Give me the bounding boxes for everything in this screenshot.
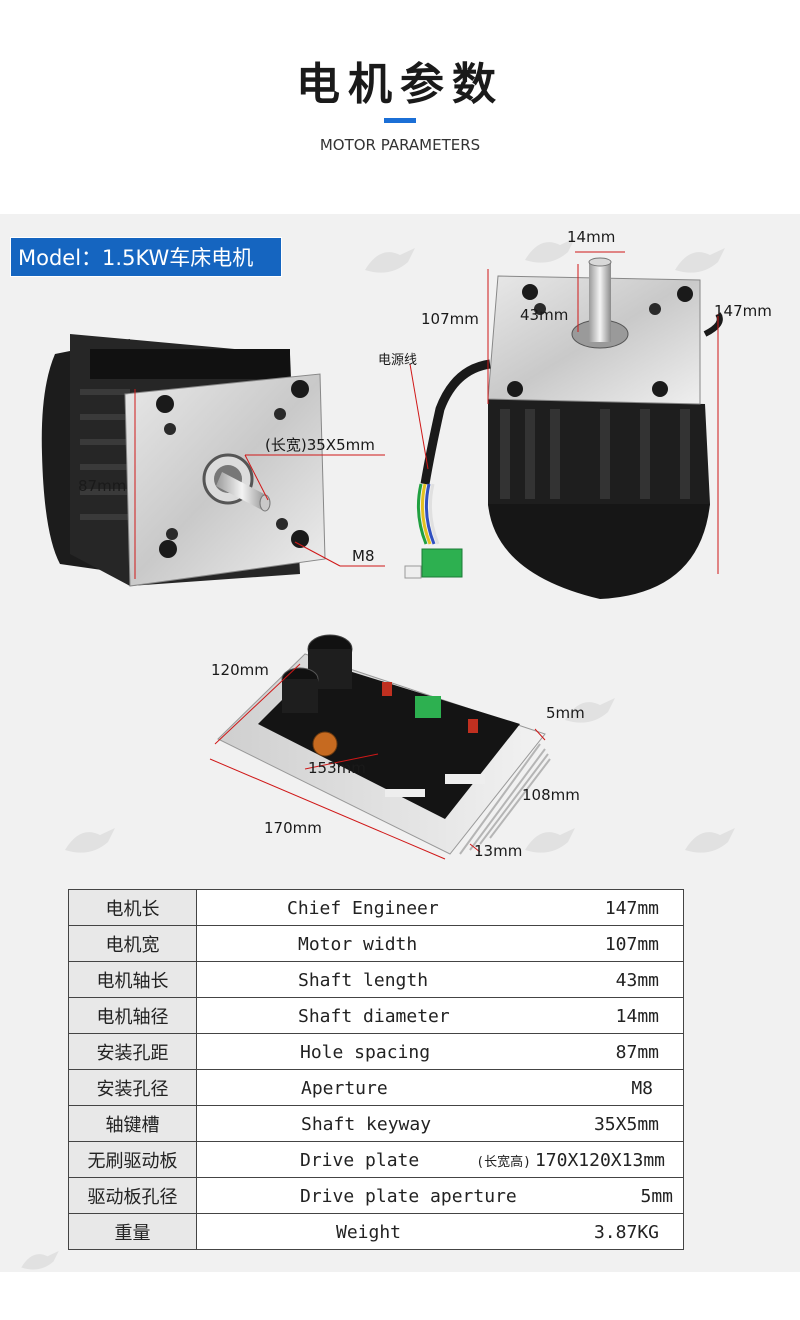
page-title: 电机参数 bbox=[296, 59, 504, 110]
spec-cell: Drive plate (长宽高)170X120X13mm bbox=[196, 1141, 684, 1178]
table-row: 重量 Weight 3.87KG bbox=[68, 1213, 684, 1250]
spec-label-en: Drive plate bbox=[300, 1150, 420, 1171]
dim-board-length: 170mm bbox=[264, 819, 322, 837]
spec-label-cn: 电机轴长 bbox=[68, 961, 197, 998]
watermark-logo bbox=[520, 230, 580, 274]
watermark-logo bbox=[560, 690, 620, 734]
spec-value-group: 3.87KG bbox=[590, 1222, 659, 1243]
watermark-logo bbox=[10, 1245, 70, 1279]
table-row: 轴键槽 Shaft keyway 35X5mm bbox=[68, 1105, 684, 1142]
model-label-box: Model：1.5KW车床电机 bbox=[10, 237, 282, 277]
title-accent-bar bbox=[384, 118, 416, 123]
spec-label-en: Shaft diameter bbox=[298, 1006, 450, 1027]
dim-board-aperture: 5mm bbox=[546, 704, 585, 722]
spec-label-en: Motor width bbox=[298, 934, 418, 955]
watermark-logo bbox=[670, 240, 730, 284]
spec-label-en: Aperture bbox=[301, 1078, 388, 1099]
watermark-logo bbox=[60, 820, 120, 864]
table-row: 驱动板孔径 Drive plate aperture 5mm bbox=[68, 1177, 684, 1214]
spec-value-group: 147mm bbox=[601, 898, 659, 919]
spec-value-prefix: (长宽高) bbox=[476, 1155, 531, 1170]
spec-value: 35X5mm bbox=[593, 1114, 659, 1135]
label-power-cable: 电源线 bbox=[378, 353, 418, 368]
spec-value: 87mm bbox=[615, 1042, 659, 1063]
table-row: 电机轴径 Shaft diameter 14mm bbox=[68, 997, 684, 1034]
dim-board-width: 120mm bbox=[211, 661, 269, 679]
driver-board bbox=[217, 634, 551, 855]
spec-cell: Shaft keyway 35X5mm bbox=[196, 1105, 684, 1142]
spec-label-cn: 安装孔径 bbox=[68, 1069, 197, 1106]
dim-motor-length: 147mm bbox=[714, 302, 772, 320]
spec-label-cn: 无刷驱动板 bbox=[68, 1141, 197, 1178]
spec-value-group: 35X5mm bbox=[590, 1114, 659, 1135]
spec-label-en: Shaft keyway bbox=[301, 1114, 432, 1135]
spec-value-group: 5mm bbox=[636, 1186, 673, 1207]
spec-value-group: 43mm bbox=[612, 970, 659, 991]
spec-cell: Shaft length 43mm bbox=[196, 961, 684, 998]
motor-front-view bbox=[41, 334, 326, 587]
spec-table: 电机长 Chief Engineer 147mm 电机宽 Motor width… bbox=[68, 889, 684, 1250]
page-header: 电机参数 MOTOR PARAMETERS bbox=[0, 0, 800, 214]
spec-label-en: Weight bbox=[336, 1222, 402, 1243]
spec-cell: Hole spacing 87mm bbox=[196, 1033, 684, 1070]
dim-aperture: M8 bbox=[352, 547, 375, 565]
spec-label-en: Drive plate aperture bbox=[300, 1186, 517, 1207]
spec-label-cn: 轴键槽 bbox=[68, 1105, 197, 1142]
table-row: 电机轴长 Shaft length 43mm bbox=[68, 961, 684, 998]
dim-motor-width: 107mm bbox=[421, 310, 479, 328]
spec-label-cn: 安装孔距 bbox=[68, 1033, 197, 1070]
dim-shaft-length: 43mm bbox=[520, 306, 569, 324]
watermark-logo bbox=[680, 820, 740, 864]
spec-value: 3.87KG bbox=[593, 1222, 659, 1243]
spec-value: M8 bbox=[631, 1078, 653, 1099]
spec-value-group: 107mm bbox=[601, 934, 659, 955]
table-row: 电机宽 Motor width 107mm bbox=[68, 925, 684, 962]
spec-cell: Drive plate aperture 5mm bbox=[196, 1177, 684, 1214]
spec-label-en: Hole spacing bbox=[300, 1042, 431, 1063]
spec-label-cn: 驱动板孔径 bbox=[68, 1177, 197, 1214]
spec-cell: Weight 3.87KG bbox=[196, 1213, 684, 1250]
model-label: Model：1.5KW车床电机 bbox=[18, 246, 254, 270]
dim-hole-spacing: 87mm bbox=[78, 477, 127, 495]
spec-cell: Shaft diameter 14mm bbox=[196, 997, 684, 1034]
spec-value: 107mm bbox=[604, 934, 659, 955]
spec-label-en: Shaft length bbox=[298, 970, 429, 991]
spec-value-group: 87mm bbox=[612, 1042, 659, 1063]
watermark-logo bbox=[360, 240, 420, 284]
spec-value-group: (长宽高)170X120X13mm bbox=[476, 1150, 665, 1171]
spec-value: 43mm bbox=[615, 970, 659, 991]
spec-cell: Chief Engineer 147mm bbox=[196, 889, 684, 926]
spec-value-group: M8 bbox=[627, 1078, 653, 1099]
spec-value: 14mm bbox=[615, 1006, 659, 1027]
dim-board-hole-pitch-l: 108mm bbox=[522, 786, 580, 804]
table-row: 安装孔距 Hole spacing 87mm bbox=[68, 1033, 684, 1070]
dimension-lines bbox=[134, 251, 719, 860]
spec-value: 5mm bbox=[640, 1186, 673, 1207]
spec-label-cn: 重量 bbox=[68, 1213, 197, 1250]
dim-keyway: (长宽)35X5mm bbox=[265, 436, 375, 454]
spec-value: 170X120X13mm bbox=[534, 1150, 665, 1171]
motor-side-view bbox=[404, 257, 723, 599]
dim-shaft-diameter: 14mm bbox=[567, 228, 616, 246]
table-row: 无刷驱动板 Drive plate (长宽高)170X120X13mm bbox=[68, 1141, 684, 1178]
spec-cell: Motor width 107mm bbox=[196, 925, 684, 962]
spec-value: 147mm bbox=[604, 898, 659, 919]
watermark-logo bbox=[520, 820, 580, 864]
table-row: 安装孔径 Aperture M8 bbox=[68, 1069, 684, 1106]
spec-label-en: Chief Engineer bbox=[287, 898, 439, 919]
product-drawings bbox=[41, 251, 723, 860]
spec-label-cn: 电机轴径 bbox=[68, 997, 197, 1034]
spec-label-cn: 电机宽 bbox=[68, 925, 197, 962]
spec-cell: Aperture M8 bbox=[196, 1069, 684, 1106]
dim-board-hole-pitch-w: 153mm bbox=[308, 759, 366, 777]
page-subtitle: MOTOR PARAMETERS bbox=[319, 136, 481, 154]
table-row: 电机长 Chief Engineer 147mm bbox=[68, 889, 684, 926]
spec-value-group: 14mm bbox=[612, 1006, 659, 1027]
spec-label-cn: 电机长 bbox=[68, 889, 197, 926]
dim-board-height: 13mm bbox=[474, 842, 523, 860]
